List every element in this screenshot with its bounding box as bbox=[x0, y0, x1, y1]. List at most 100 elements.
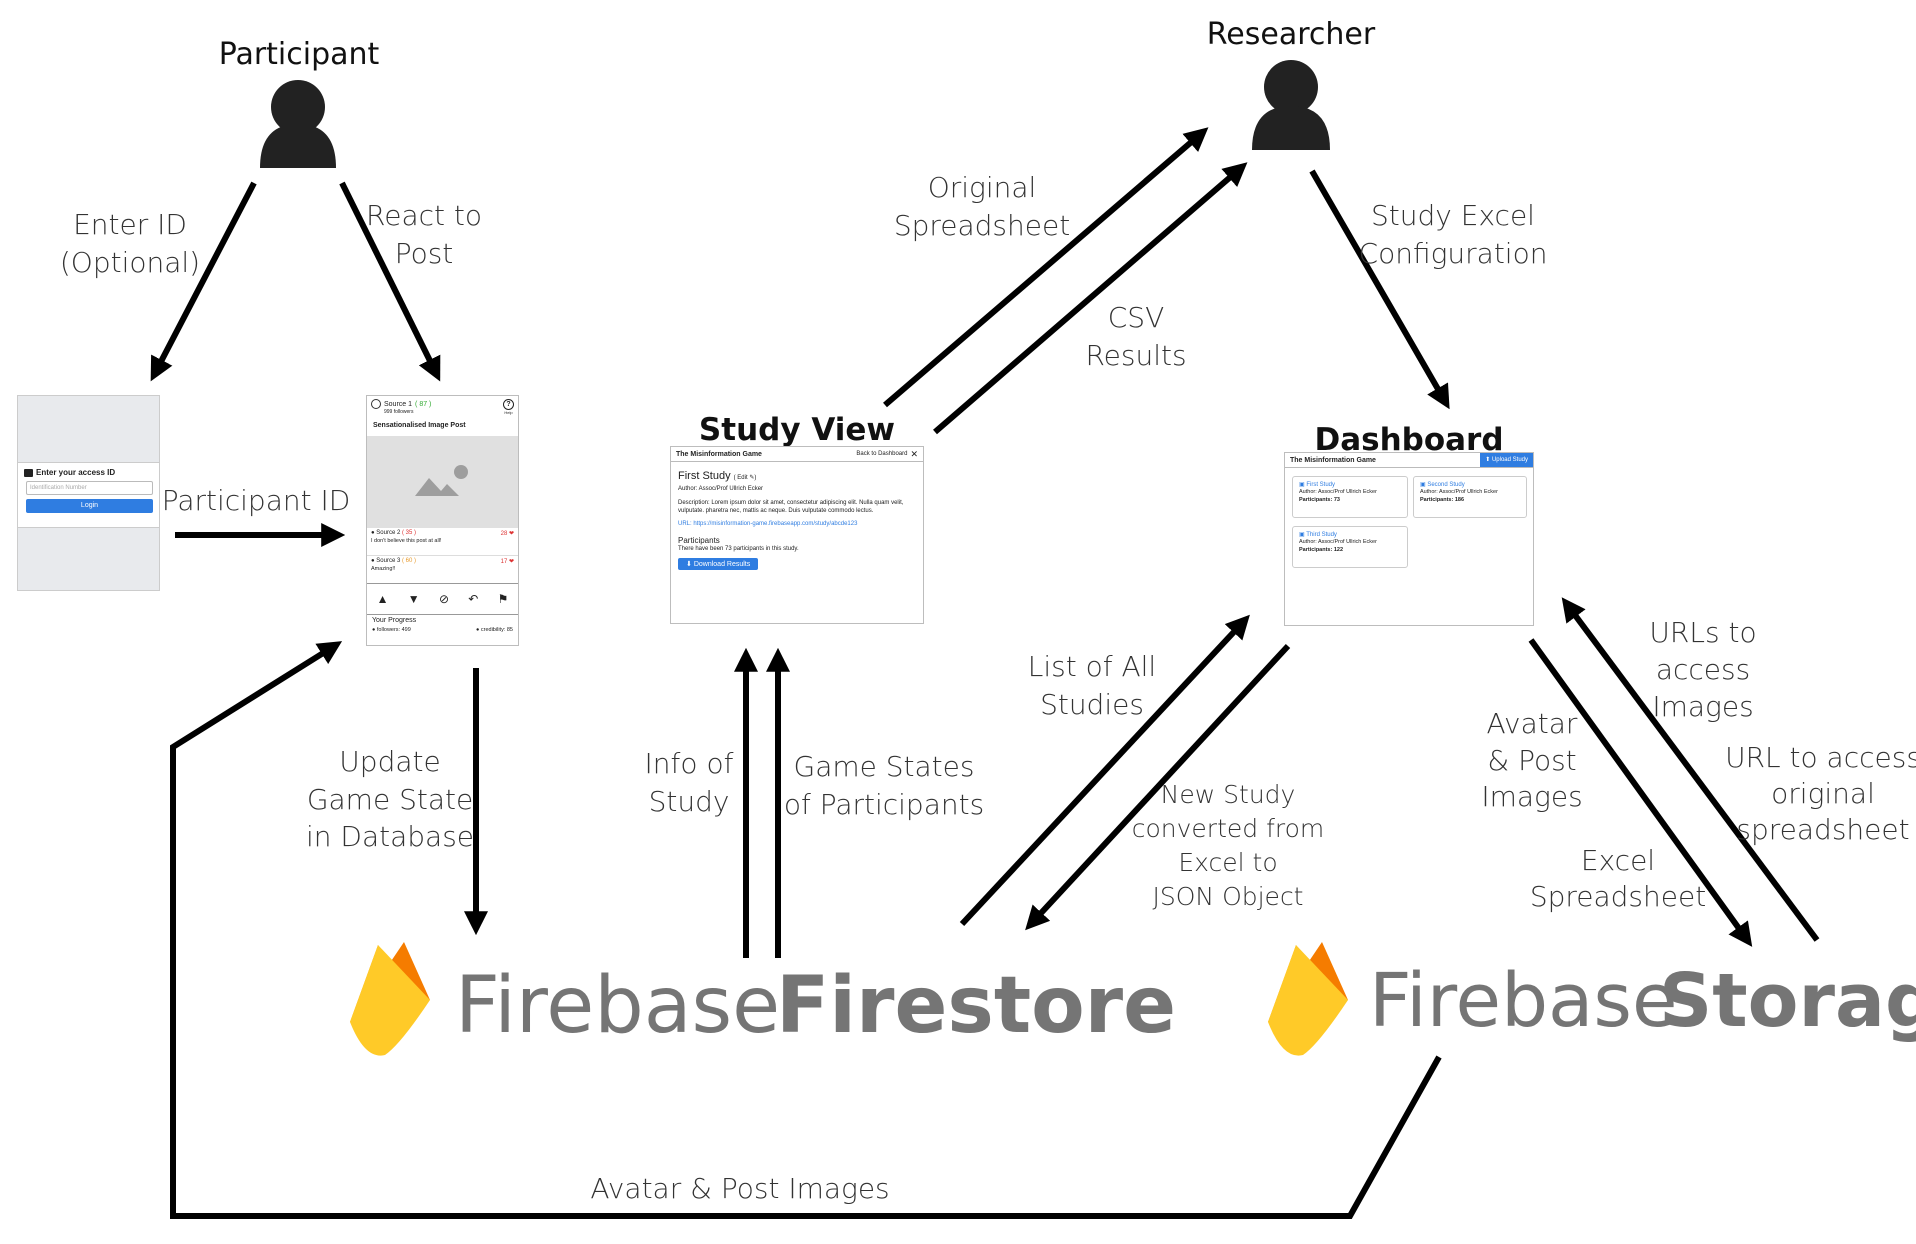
download-label: Download Results bbox=[693, 561, 751, 568]
study-card[interactable]: ▣ Second Study Author: Assoc/Prof Ullric… bbox=[1413, 476, 1527, 518]
study-card-author: Author: Assoc/Prof Ullrich Ecker bbox=[1299, 539, 1377, 545]
skip-icon[interactable]: ⊘ bbox=[438, 592, 449, 606]
label-enter-id: (Optional) bbox=[60, 246, 200, 279]
dashboard-screen: The Misinformation Game ⬆ Upload Study ▣… bbox=[1284, 452, 1534, 626]
firebase-firestore-logo: Firebase Firestore bbox=[350, 942, 1176, 1056]
comment-2-source: Source 3 bbox=[376, 558, 401, 564]
id-card-icon bbox=[24, 468, 33, 477]
comment-1-source: Source 2 bbox=[376, 530, 401, 536]
login-screen: Enter your access ID Identification Numb… bbox=[17, 395, 160, 591]
arrow-enter-id bbox=[150, 181, 257, 382]
reply-icon[interactable]: ↶ bbox=[468, 592, 479, 606]
close-icon[interactable]: ✕ bbox=[910, 448, 918, 459]
dislike-icon[interactable]: ▼ bbox=[407, 592, 420, 606]
arrow-bottom-loop bbox=[170, 641, 1442, 1219]
study-card[interactable]: ▣ Third Study Author: Assoc/Prof Ullrich… bbox=[1292, 526, 1408, 568]
comment-1-likes: 28 bbox=[500, 531, 508, 537]
participant-title: Participant bbox=[219, 37, 380, 72]
image-placeholder-icon bbox=[367, 436, 518, 528]
arrow-urls-images bbox=[1561, 597, 1820, 942]
pencil-icon[interactable]: ✎ bbox=[749, 475, 755, 481]
comment-2-score: 60 bbox=[405, 558, 413, 564]
like-icon[interactable]: ▲ bbox=[376, 592, 389, 606]
upload-study-button[interactable]: ⬆ Upload Study bbox=[1480, 453, 1533, 467]
arrow-csv-results bbox=[933, 162, 1248, 435]
researcher-title: Researcher bbox=[1207, 17, 1376, 52]
label-update-game-state: Update bbox=[339, 745, 440, 778]
study-card-participants: Participants: 122 bbox=[1299, 547, 1344, 553]
label-original-spreadsheet: Original bbox=[928, 171, 1037, 204]
post-title: Sensationalised Image Post bbox=[373, 422, 466, 429]
comment-avatar-icon: ● bbox=[371, 530, 375, 536]
study-card-title[interactable]: First Study bbox=[1306, 482, 1336, 488]
card-icon: ▣ bbox=[1299, 482, 1305, 488]
label-url-original: original bbox=[1771, 777, 1875, 810]
label-new-study: New Study bbox=[1161, 780, 1296, 809]
comment-2-likes: 17 bbox=[500, 559, 508, 565]
study-author: Author: Assoc/Prof Ullrich Ecker bbox=[678, 486, 764, 492]
card-icon: ▣ bbox=[1299, 532, 1305, 538]
card-icon: ▣ bbox=[1420, 482, 1426, 488]
label-info-of-study: Study bbox=[649, 785, 730, 818]
label-new-study: Excel to bbox=[1178, 848, 1277, 877]
edit-link[interactable]: ( Edit bbox=[733, 475, 748, 481]
id-input[interactable]: Identification Number bbox=[26, 481, 153, 495]
reaction-bar: ▲ ▼ ⊘ ↶ ⚑ bbox=[367, 584, 518, 615]
arrow-study-excel bbox=[1309, 169, 1450, 410]
firestore-word-firebase: Firebase bbox=[455, 961, 780, 1051]
login-button[interactable]: Login bbox=[26, 499, 153, 513]
comment-1-score: 35 bbox=[405, 530, 413, 536]
label-list-of-studies: List of All bbox=[1028, 650, 1156, 683]
comment-avatar-icon: ● bbox=[371, 558, 375, 564]
back-to-dashboard-link[interactable]: Back to Dashboard bbox=[856, 451, 908, 457]
label-info-of-study: Info of bbox=[645, 747, 734, 780]
label-csv-results: CSV bbox=[1108, 301, 1164, 334]
post-followers: 999 followers bbox=[384, 409, 414, 415]
label-study-excel: Study Excel bbox=[1371, 199, 1535, 232]
study-view-title: Study View bbox=[699, 412, 895, 448]
post-source: Source 1 bbox=[384, 400, 413, 408]
flag-icon[interactable]: ⚑ bbox=[497, 592, 509, 606]
study-card-title[interactable]: Third Study bbox=[1306, 532, 1337, 538]
firebase-storage-logo: Firebase Storage bbox=[1268, 942, 1916, 1056]
help-icon[interactable]: ? bbox=[503, 399, 514, 410]
progress-title: Your Progress bbox=[372, 617, 417, 624]
label-urls-images: Images bbox=[1652, 690, 1753, 723]
study-card-participants: Participants: 186 bbox=[1420, 497, 1465, 503]
post-screen: Source 1 ( 87 ) 999 followers ? Help Sen… bbox=[366, 395, 519, 646]
upload-icon: ⬆ bbox=[1485, 457, 1491, 463]
arrow-list-of-studies bbox=[959, 614, 1250, 927]
download-results-button[interactable]: ⬇ Download Results bbox=[678, 558, 759, 570]
label-urls-images: access bbox=[1656, 653, 1750, 686]
credibility-icon: ● bbox=[476, 627, 480, 633]
label-update-game-state: in Database bbox=[306, 820, 474, 853]
label-avatar-post: & Post bbox=[1487, 744, 1576, 777]
study-card-title[interactable]: Second Study bbox=[1427, 482, 1465, 488]
label-excel-spreadsheet: Spreadsheet bbox=[1530, 880, 1706, 913]
firebase-flame-icon bbox=[1268, 942, 1348, 1056]
label-bottom-images: Avatar & Post Images bbox=[590, 1172, 889, 1205]
heart-icon[interactable]: ❤ bbox=[508, 559, 514, 565]
login-box: Enter your access ID Identification Numb… bbox=[18, 462, 159, 528]
heart-icon[interactable]: ❤ bbox=[508, 531, 514, 537]
study-card[interactable]: ▣ First Study Author: Assoc/Prof Ullrich… bbox=[1292, 476, 1408, 518]
comment-2-text: Amazing!! bbox=[371, 566, 396, 572]
participants-text: There have been 73 participants in this … bbox=[678, 546, 799, 552]
followers-icon: ● bbox=[372, 627, 376, 633]
login-title: Enter your access ID bbox=[36, 468, 116, 477]
label-new-study: converted from bbox=[1132, 814, 1325, 843]
label-game-states: of Participants bbox=[784, 788, 984, 821]
study-title: First Study bbox=[678, 470, 731, 482]
label-react-to-post: React to bbox=[366, 199, 482, 232]
storage-word-storage: Storage bbox=[1659, 958, 1916, 1044]
label-update-game-state: Game State bbox=[307, 783, 473, 816]
arrow-original-spreadsheet bbox=[883, 127, 1209, 408]
study-header-title: The Misinformation Game bbox=[676, 450, 762, 458]
arrow-new-study bbox=[1025, 643, 1291, 931]
followers-stat: followers: 499 bbox=[376, 627, 411, 633]
study-url[interactable]: URL: https://misinformation-game.firebas… bbox=[678, 521, 858, 527]
label-list-of-studies: Studies bbox=[1040, 688, 1144, 721]
post-source-score: 87 bbox=[419, 400, 428, 408]
label-csv-results: Results bbox=[1085, 339, 1186, 372]
participants-heading: Participants bbox=[678, 536, 720, 545]
